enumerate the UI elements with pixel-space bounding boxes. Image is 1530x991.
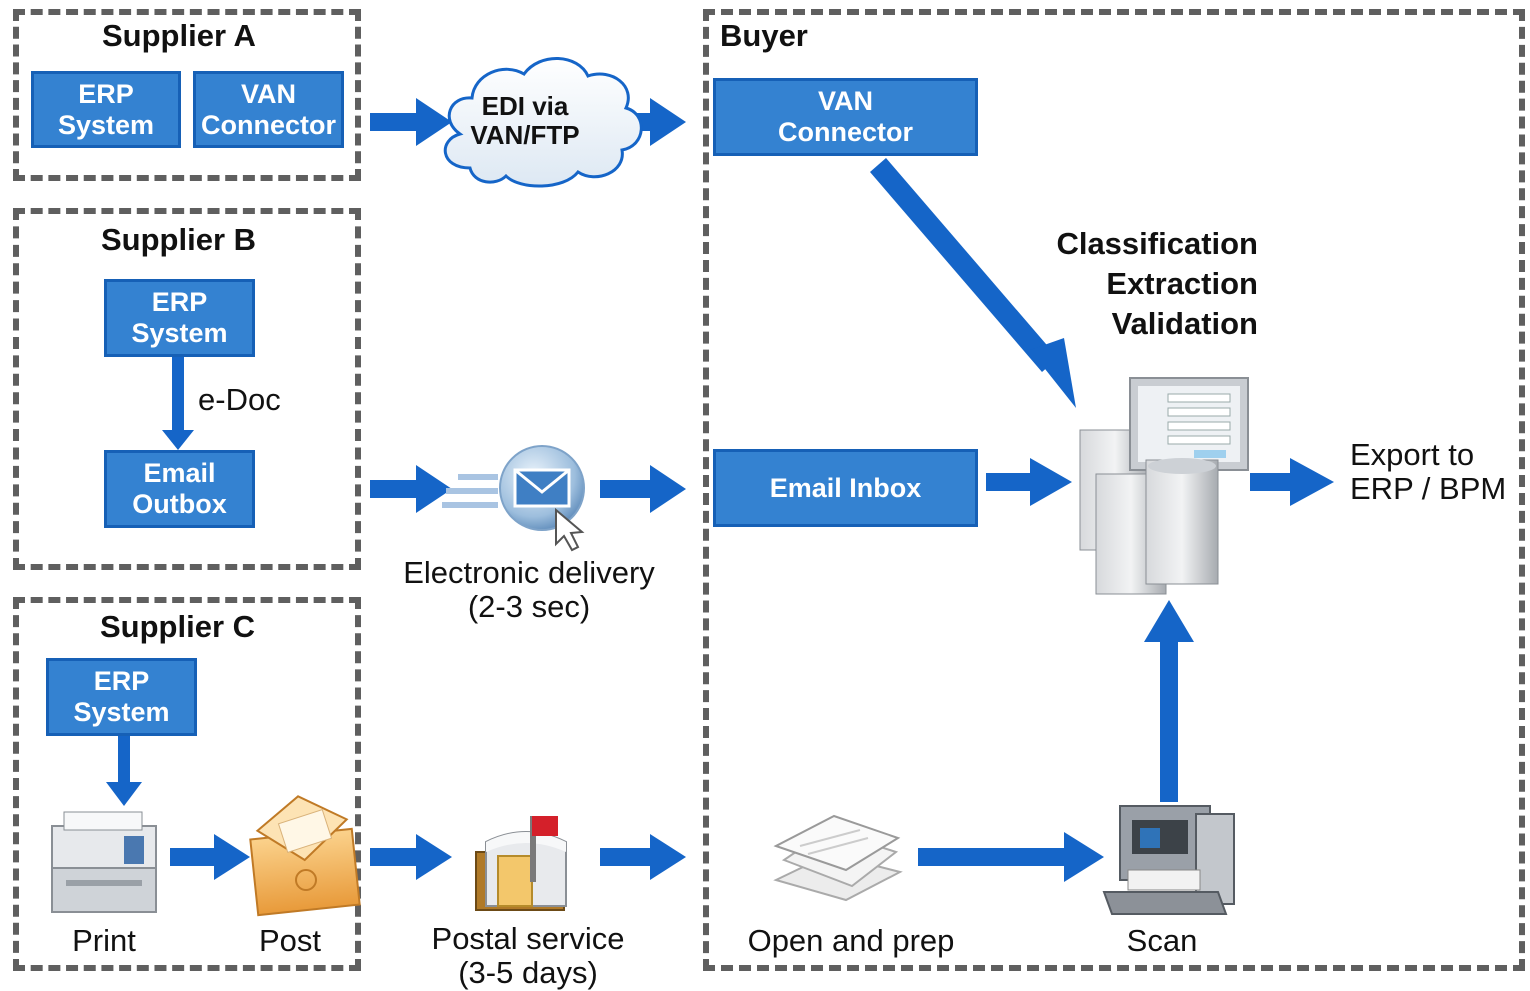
supplier-a-region: [13, 9, 361, 181]
arrow-inbox-to-server: [986, 458, 1072, 506]
envelope-icon: [249, 795, 361, 917]
supplier-b-title: Supplier B: [101, 222, 257, 257]
arrow-email-to-buyer: [600, 465, 686, 513]
arrow-server-to-export: [1250, 458, 1334, 506]
supplier-a-title: Supplier A: [102, 18, 256, 53]
e-doc-label: e-Doc: [198, 382, 281, 417]
postal-service-label: Postal service (3-5 days): [431, 921, 625, 990]
arrow-supplier-c-to-postal: [370, 834, 452, 880]
printer-icon: [51, 811, 157, 913]
supplier-a-erp-system: ERP System: [31, 71, 181, 148]
arrow-postal-to-buyer: [600, 834, 686, 880]
scan-label: Scan: [1126, 923, 1198, 958]
processing-steps: Classification Extraction Validation: [1056, 226, 1258, 341]
server-workstation-icon: [1079, 377, 1249, 595]
scanner-icon: [1102, 805, 1235, 915]
open-prep-label: Open and prep: [747, 923, 955, 958]
post-label: Post: [258, 923, 322, 958]
buyer-van-connector: VAN Connector: [713, 78, 978, 156]
arrow-scan-to-server: [1144, 600, 1194, 802]
electronic-delivery-label: Electronic delivery (2-3 sec): [403, 555, 655, 624]
mailbox-icon: [475, 816, 567, 911]
supplier-c-region: [13, 597, 361, 971]
paper-stack-icon: [773, 814, 903, 902]
cloud-icon: [443, 57, 643, 188]
arrow-erp-to-printer: [106, 736, 142, 806]
supplier-c-title: Supplier C: [100, 609, 256, 644]
arrow-erp-to-outbox: [162, 356, 194, 450]
buyer-email-inbox: Email Inbox: [713, 449, 978, 527]
arrow-van-to-server: [870, 158, 1076, 408]
supplier-c-erp-system: ERP System: [46, 658, 197, 736]
buyer-region: [703, 9, 1525, 971]
supplier-b-erp-system: ERP System: [104, 279, 255, 357]
edi-label: EDI via VAN/FTP: [470, 91, 580, 150]
print-label: Print: [72, 923, 136, 958]
supplier-b-email-outbox: Email Outbox: [104, 450, 255, 528]
buyer-title: Buyer: [720, 18, 808, 53]
arrow-supplier-a-to-edi: [370, 98, 452, 146]
arrow-supplier-b-to-email: [370, 465, 452, 513]
arrow-prep-to-scan: [918, 832, 1104, 882]
supplier-b-region: [13, 208, 361, 570]
export-label: Export to ERP / BPM: [1350, 437, 1507, 506]
arrow-print-to-post: [170, 834, 250, 880]
supplier-a-van-connector: VAN Connector: [193, 71, 344, 148]
email-send-icon: [442, 445, 585, 552]
